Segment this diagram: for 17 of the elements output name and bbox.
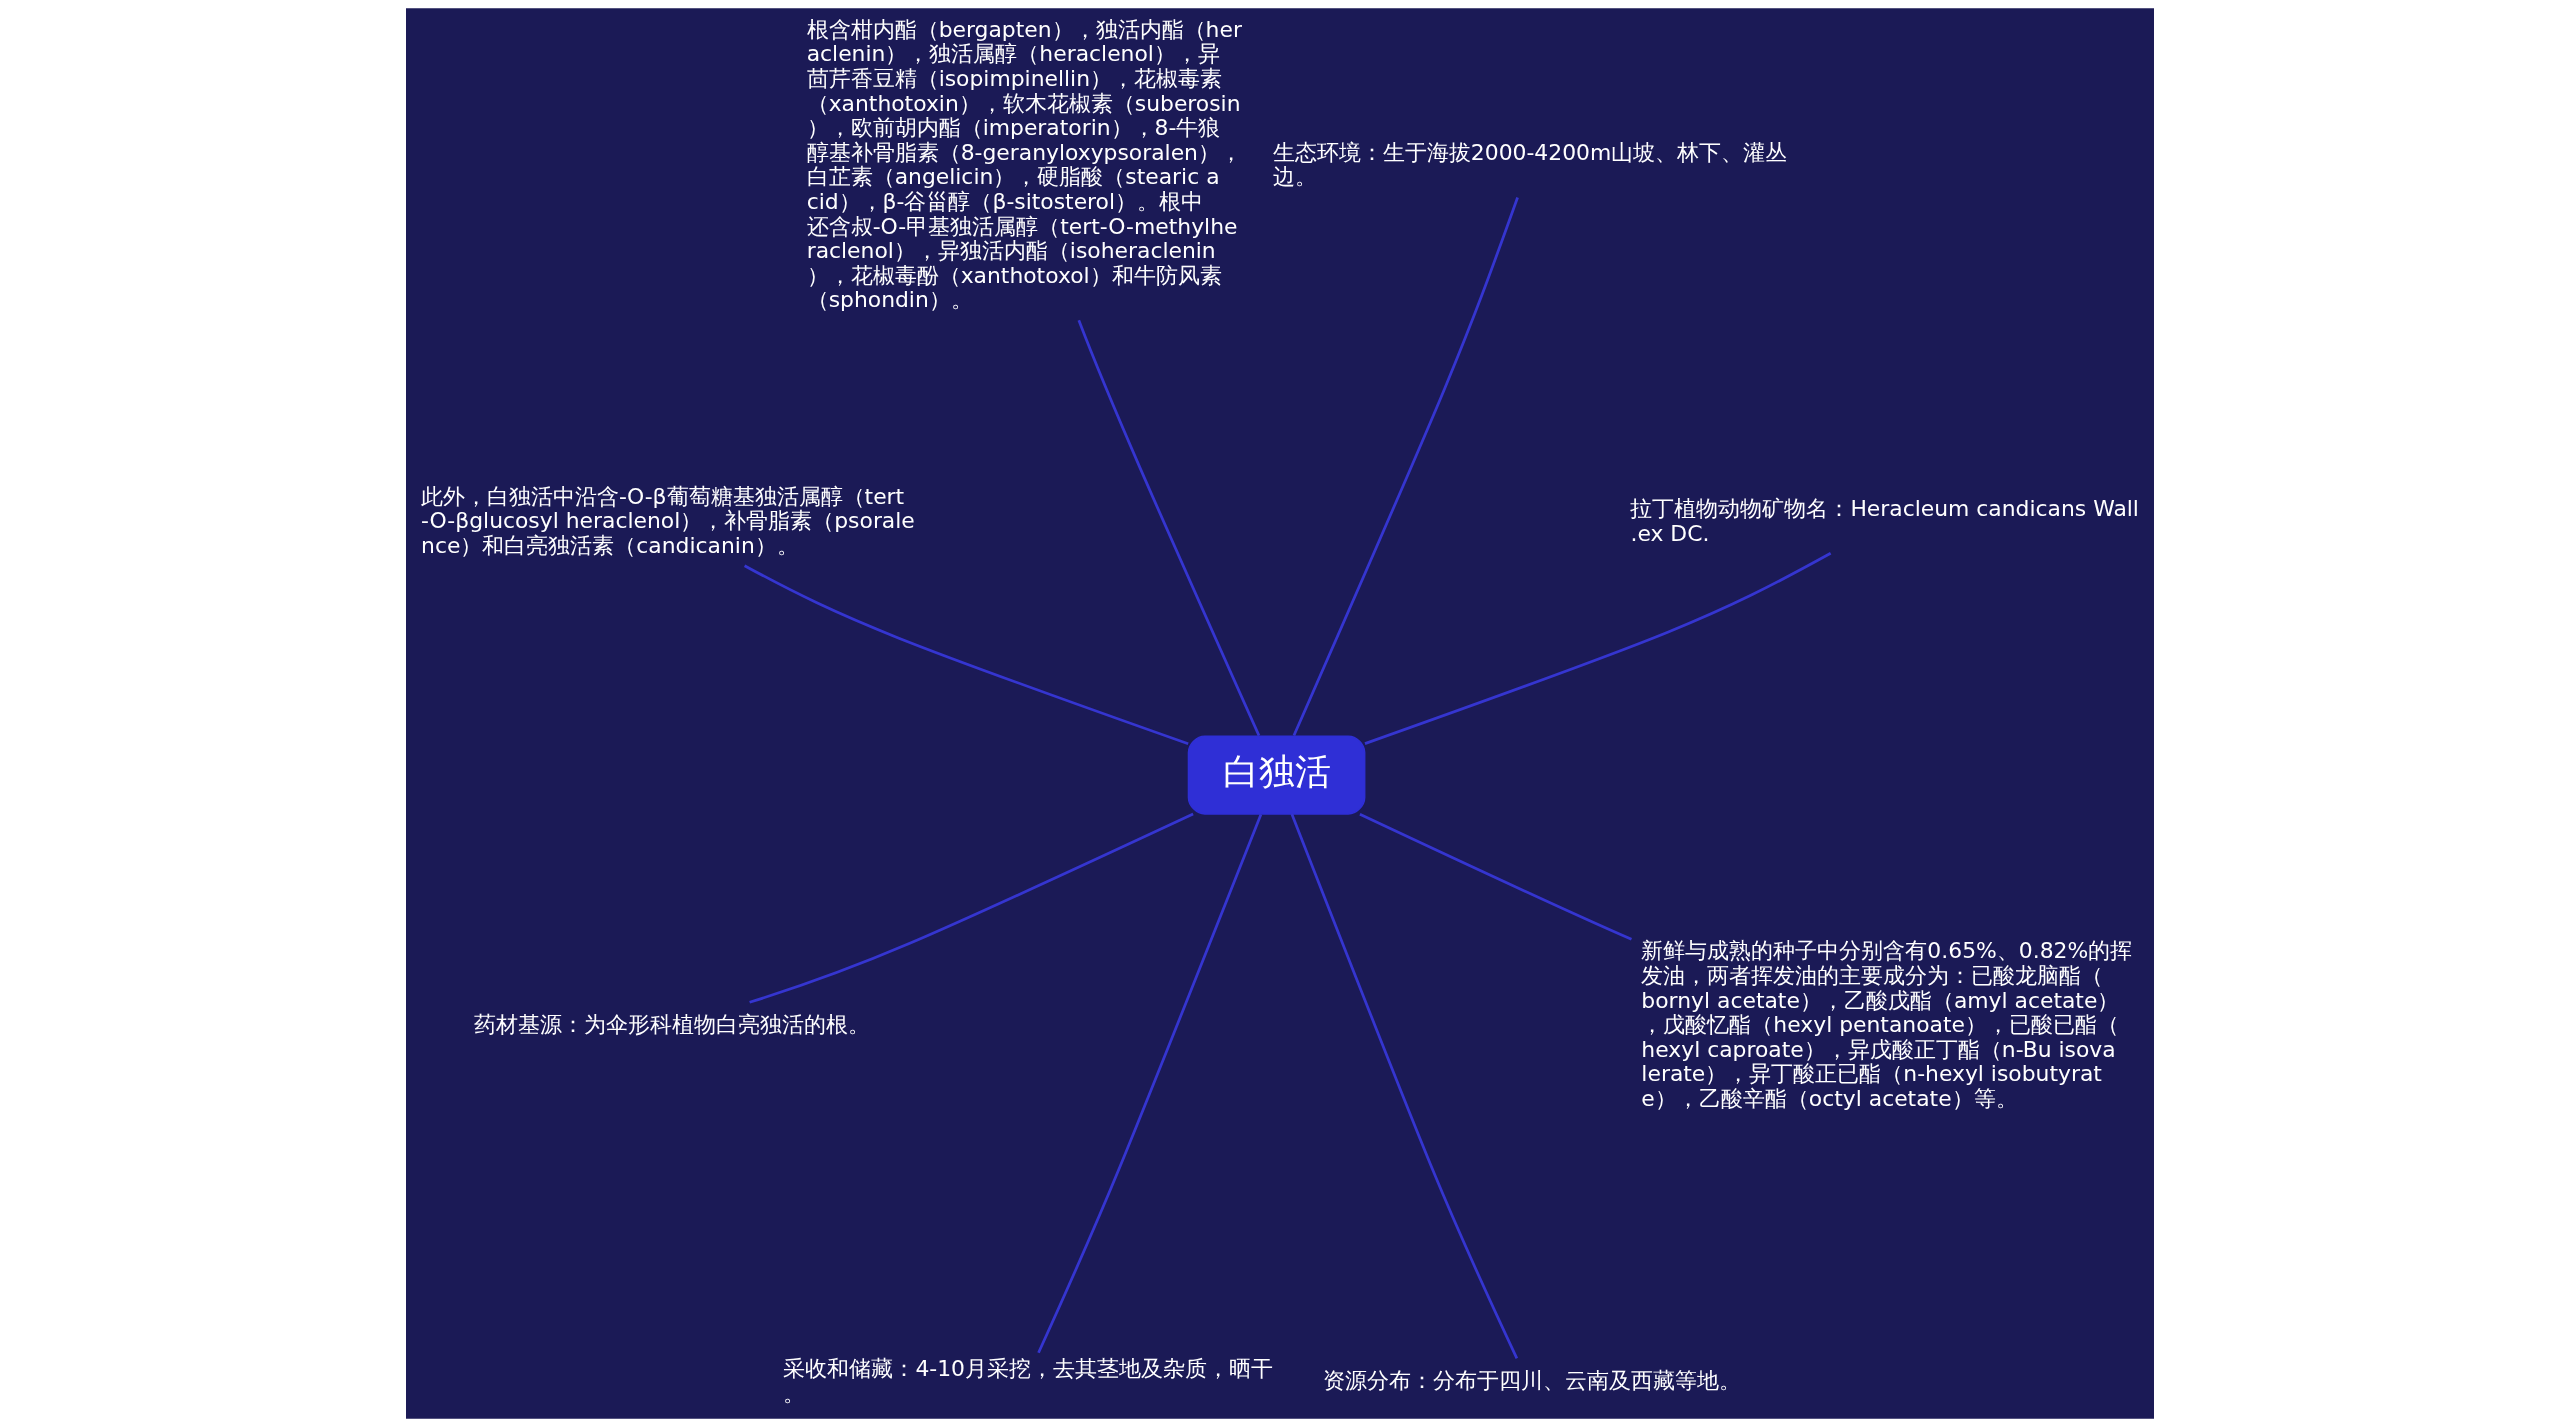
node-box: 白独活: [1187, 735, 1366, 815]
node-text: 药材基源：为伞形科植物白亮独活的根。: [474, 1012, 871, 1038]
connector: [743, 564, 1189, 746]
node-text: 新鲜与成熟的种子中分别含有0.65%、0.82%的挥发油，两者挥发油的主要成分为：已酸龙脑酯（bornyl acetate），乙酸戊酯（amyl acetate），戊酸忆酯（hexyl pentanoate），已酸已酯（hexyl caproate），异戊酸正丁酯（n-Bu isovalerate），异丁酸正已酯（n-hexyl isobutyrate），乙酸辛酯（octyl acetate）等。: [1641, 938, 2133, 1111]
node-text: 资源分布：分布于四川、云南及西藏等地。: [1323, 1368, 1742, 1394]
connector: [1290, 813, 1519, 1359]
connector: [749, 812, 1194, 1004]
node-text: 根含柑内酯（bergapten），独活内酯（heraclenin），独活属醇（heraclenol），异茴芹香豆精（isopimpinellin），花椒毒素（xanthotoxin），软木花椒素（suberosin），欧前胡内酯（imperatorin），8-牛狼醇基补骨脂素（8-geranyloxypsoralen），白芷素（angelicin），硬脂酸（stearic acid），β-谷甾醇（β-sitosterol）。根中还含叔-O-甲基独活属醇（tert-O-methylheraclenol），异独活内酯（isoheraclenin），花椒毒酚（xanthotoxol）和牛防风素（sphondin）。: [806, 16, 1242, 313]
node-text: 此外，白独活中沿含-O-β葡萄糖基独活属醇（tert-O-βglucosyl heraclenol），补骨脂素（psoralence）和白亮独活素（candicanin）。: [421, 483, 915, 558]
connector: [1364, 552, 1832, 745]
node-text: 拉丁植物动物矿物名：Heracleum candicans Wall.ex DC.: [1630, 496, 2139, 546]
connector: [1077, 319, 1261, 737]
connector: [1292, 196, 1519, 737]
node-text: 采收和储藏：4-10月采挖，去其茎地及杂质，晒干。: [783, 1356, 1274, 1406]
node-text: 生态环境：生于海拔2000-4200m山坡、林下、灌丛边。: [1272, 139, 1788, 190]
connector: [1037, 814, 1263, 1354]
connector: [1359, 812, 1633, 941]
